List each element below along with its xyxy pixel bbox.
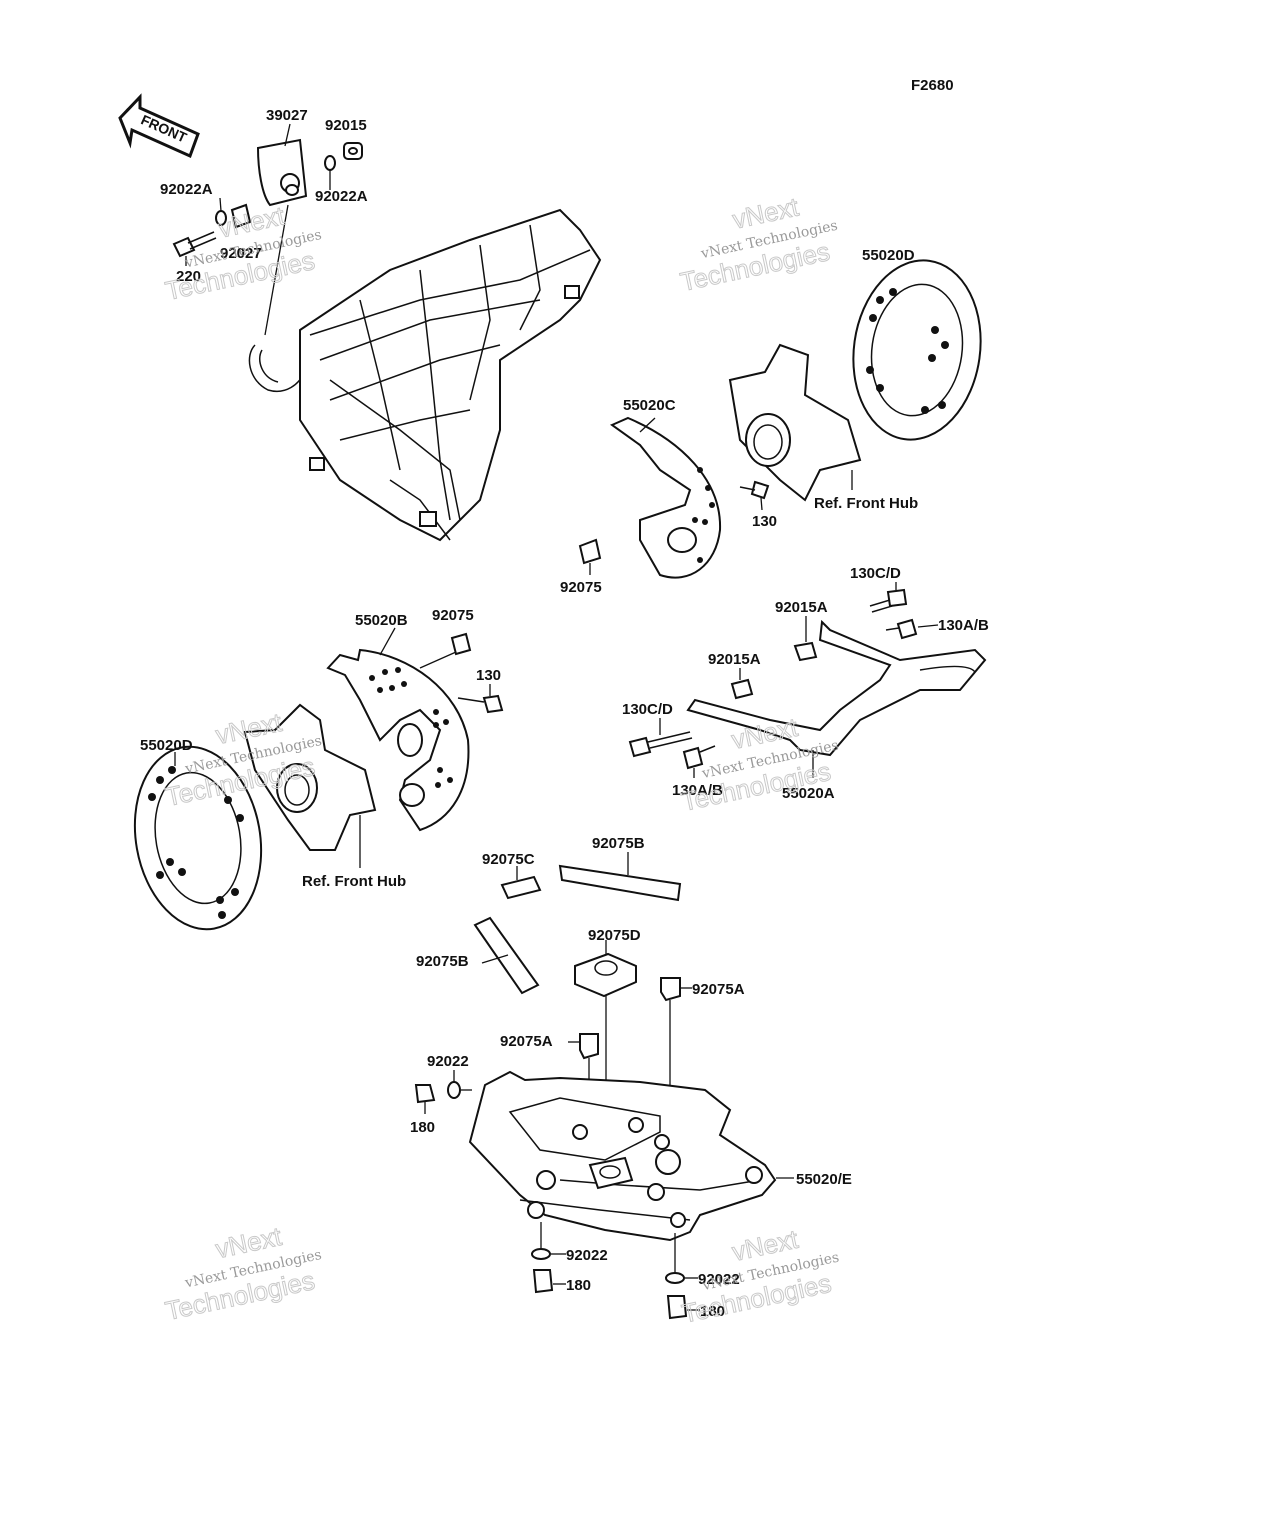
part-55020C-shield [609,416,722,579]
part-92075-grommet-left [419,632,472,669]
part-92022-washer-bottom-right [665,1272,698,1284]
part-55020B-shield [326,627,470,832]
part-92022A-washer-right [324,155,336,190]
label-92075A-left: 92075A [500,1033,553,1050]
label-ref-front-hub-right: Ref. Front Hub [814,495,918,512]
part-92075-grommet-mid [578,538,602,575]
part-55020D-disc-left [133,745,263,931]
watermark-5: vNext vNext Technologies Technologies [162,1220,323,1326]
label-92075-mid: 92075 [560,579,602,596]
part-55020D-disc-right [852,259,982,441]
label-55020C: 55020C [623,397,676,414]
label-92075D: 92075D [588,927,641,944]
label-ref-front-hub-left: Ref. Front Hub [302,873,406,890]
label-92075B-left: 92075B [416,953,469,970]
label-130AB-right: 130A/B [938,617,989,634]
part-220-bolt [172,231,217,258]
label-92022-bottom-left: 92022 [566,1247,608,1264]
part-180-bolt-bottom-left [532,1269,566,1294]
label-92015A-mid: 92015A [708,651,761,668]
label-92022-bottom-right: 92022 [698,1271,740,1288]
label-180-bottom-right: 180 [700,1303,725,1320]
watermark-2: vNext vNext Technologies Technologies [677,191,839,298]
part-92075C-pad [500,866,542,900]
part-92022-washer-bottom-left [531,1248,566,1260]
label-130AB-bottom: 130A/B [672,782,723,799]
label-92022A-right: 92022A [315,188,368,205]
label-92015-top: 92015 [325,117,367,134]
part-55020A-bracket [686,619,987,778]
label-55020B: 55020B [355,612,408,629]
label-92075A-right: 92075A [692,981,745,998]
part-180-bolt-bottom-right [666,1295,700,1320]
part-55020E-skid-plate [468,1070,794,1272]
part-130CD-bolt-left [628,718,693,758]
frame-assembly [248,208,602,542]
label-92022A-left: 92022A [160,181,213,198]
label-92015A-top: 92015A [775,599,828,616]
part-92075B-strip-top [558,852,682,902]
label-55020D-left: 55020D [140,737,193,754]
part-180-bolt-top [414,1084,436,1114]
label-130-mid: 130 [752,513,777,530]
part-130CD-bolt-top [869,582,908,613]
label-92022-top: 92022 [427,1053,469,1070]
part-92022-washer-top [447,1070,472,1099]
figure-code: F2680 [911,77,954,94]
part-39027 [256,138,308,336]
label-130CD-top: 130C/D [850,565,901,582]
part-92015A-nut-mid [730,668,754,700]
label-180-bottom-left: 180 [566,1277,591,1294]
label-130CD-left: 130C/D [622,701,673,718]
front-hub-right [728,343,862,502]
part-92075B-strip-left [473,916,540,995]
label-220: 220 [176,268,201,285]
part-130AB-bolt-bottom [682,745,716,778]
label-92075B-top: 92075B [592,835,645,852]
watermark-6: vNext vNext Technologies Technologies [679,1223,841,1329]
label-55020A: 55020A [782,785,835,802]
part-130AB-bolt-right [885,618,939,640]
label-180-top: 180 [410,1119,435,1136]
part-92027-collar [230,203,252,229]
label-92075C: 92075C [482,851,535,868]
label-55020D-right: 55020D [862,247,915,264]
label-130-left: 130 [476,667,501,684]
part-92015-nut [343,142,363,160]
label-39027: 39027 [266,107,308,124]
front-arrow-icon: FRONT [118,93,200,159]
label-55020E: 55020/E [796,1171,852,1188]
label-92027: 92027 [220,245,262,262]
front-hub-left [243,703,377,868]
part-130-bolt-mid [739,480,770,511]
part-130-bolt-left [457,684,504,714]
label-92075-left: 92075 [432,607,474,624]
part-92015A-nut-top [793,616,818,662]
